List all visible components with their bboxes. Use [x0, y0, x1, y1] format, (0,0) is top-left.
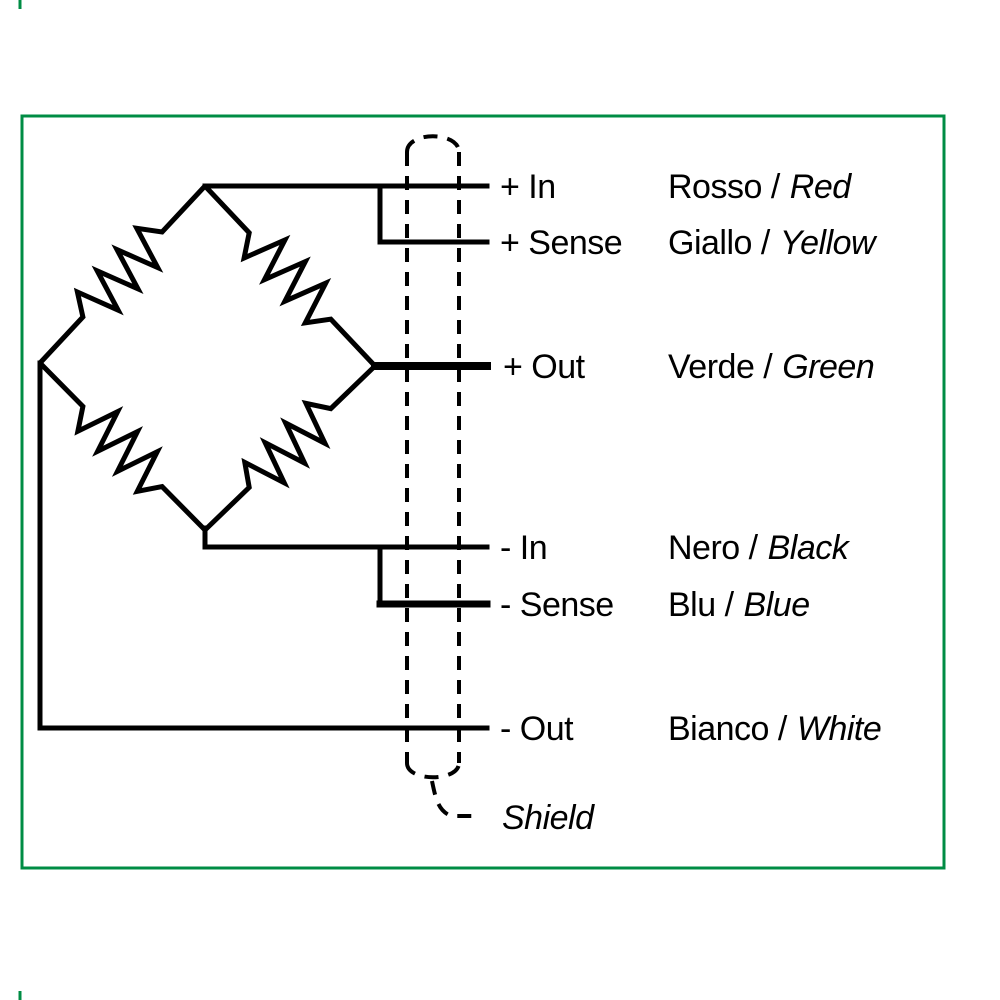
resistor-top-left — [37, 183, 208, 366]
color-label-green-it: Verde / — [668, 348, 773, 386]
labels: + In Rosso /Red + Sense Giallo /Yellow +… — [500, 168, 882, 837]
terminal-label-minus-in: - In — [500, 529, 547, 567]
terminal-label-plus-sense: + Sense — [500, 224, 622, 262]
wire-plus-sense — [377, 183, 490, 245]
color-label-white: Bianco /White — [668, 710, 881, 748]
color-label-black-en: Black — [768, 529, 851, 567]
color-label-yellow-en: Yellow — [780, 224, 878, 262]
cable-shield-outline — [405, 134, 481, 818]
color-label-white-en: White — [797, 710, 881, 748]
terminal-label-plus-in: + In — [500, 168, 556, 206]
shield-lead — [430, 780, 481, 818]
wire-minus-in — [202, 525, 490, 550]
terminal-label-minus-sense: - Sense — [500, 586, 614, 624]
frame-border — [20, 114, 946, 870]
resistor-top-right — [202, 183, 378, 369]
resistor-bottom-left — [37, 360, 208, 533]
color-label-blue: Blu /Blue — [668, 586, 810, 624]
color-label-red-it: Rosso / — [668, 168, 781, 206]
shield-cap-top — [405, 134, 461, 153]
wheatstone-bridge — [37, 183, 378, 533]
wires — [37, 183, 491, 731]
color-label-blue-it: Blu / — [668, 586, 735, 624]
color-label-red: Rosso /Red — [668, 168, 852, 206]
color-label-black-it: Nero / — [668, 529, 759, 567]
color-label-red-en: Red — [790, 168, 852, 206]
color-label-green-en: Green — [782, 348, 874, 386]
color-label-green: Verde /Green — [668, 348, 874, 386]
terminal-label-plus-out: + Out — [503, 348, 586, 386]
terminal-label-minus-out: - Out — [500, 710, 574, 748]
color-label-black: Nero /Black — [668, 529, 851, 567]
color-label-blue-en: Blue — [744, 586, 810, 624]
color-label-yellow-it: Giallo / — [668, 224, 771, 262]
color-label-white-it: Bianco / — [668, 710, 788, 748]
shield-cap-bottom — [405, 762, 461, 780]
shield-label: Shield — [502, 799, 595, 837]
resistor-bottom-right — [202, 363, 378, 533]
wire-minus-out — [37, 360, 490, 731]
color-label-yellow: Giallo /Yellow — [668, 224, 878, 262]
